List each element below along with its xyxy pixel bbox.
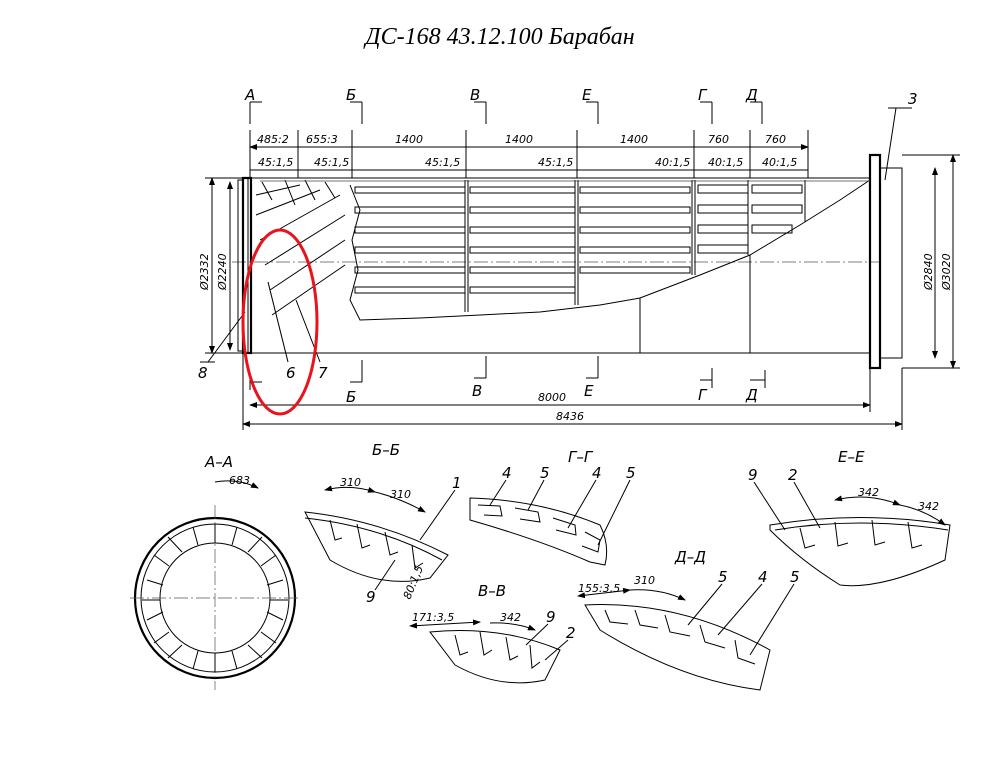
section-mark-a-top: А (244, 86, 255, 104)
section-a-a-label: А–А (204, 453, 233, 471)
section-a-a-dim: 683 (229, 474, 250, 487)
dim-d2332: Ø2332 (198, 253, 211, 291)
section-e-e: Е–Е 342 342 9 2 (748, 448, 951, 587)
section-d-d-dim-310: 310 (634, 574, 655, 587)
section-v-v-dim-171: 171:3,5 (412, 611, 454, 624)
section-e-e-label: Е–Е (838, 448, 865, 466)
dim-40-c: 40:1,5 (762, 156, 797, 169)
section-b-b: Б–Б 310 310 80:1,5 1 9 (304, 441, 462, 606)
section-g-g-callout-4a: 4 (502, 464, 512, 482)
dim-d2840: Ø2840 (922, 253, 935, 291)
section-g-g: Г–Г 4 5 4 5 (469, 448, 636, 566)
dim-40-b: 40:1,5 (708, 156, 743, 169)
section-v-v-label: В–В (478, 582, 506, 600)
dim-45-c: 45:1,5 (425, 156, 460, 169)
section-a-a: А–А 683 (130, 453, 300, 690)
section-d-d-dim-155: 155:3,5 (578, 582, 620, 595)
dim-8000: 8000 (538, 391, 566, 404)
section-d-d-callout-5a: 5 (718, 568, 728, 586)
section-mark-d-bottom: Д (745, 386, 758, 404)
section-g-g-callout-5a: 5 (540, 464, 550, 482)
section-d-d-callout-4: 4 (758, 568, 768, 586)
section-b-b-dim-80: 80:1,5 (401, 564, 426, 602)
section-e-e-callout-2: 2 (788, 466, 798, 484)
section-d-d: Д–Д 155:3,5 310 5 4 5 (577, 548, 800, 691)
dim-d3020: Ø3020 (940, 253, 953, 291)
dim-d2240: Ø2240 (216, 253, 229, 291)
section-mark-g-bottom: Г (698, 386, 708, 404)
dim-8436: 8436 (556, 410, 584, 423)
section-g-g-callout-5b: 5 (626, 464, 636, 482)
dim-1400-a: 1400 (395, 133, 423, 146)
callout-7: 7 (318, 364, 328, 382)
dim-45-a: 45:1,5 (258, 156, 293, 169)
section-v-v: В–В 171:3,5 342 9 2 (409, 582, 576, 684)
section-v-v-callout-9: 9 (546, 608, 556, 626)
dim-1400-b: 1400 (505, 133, 533, 146)
callout-8: 8 (198, 364, 208, 382)
section-e-e-dim-342-a: 342 (858, 486, 879, 499)
section-mark-d-top: Д (745, 86, 758, 104)
section-d-d-label: Д–Д (674, 548, 706, 566)
section-mark-v-bottom: В (472, 382, 482, 400)
section-mark-g-top: Г (698, 86, 708, 104)
dim-485: 485:2 (257, 133, 289, 146)
section-mark-v-top: В (470, 86, 480, 104)
section-g-g-callout-4b: 4 (592, 464, 602, 482)
section-v-v-dim-342: 342 (500, 611, 521, 624)
section-d-d-callout-5b: 5 (790, 568, 800, 586)
section-mark-e-top: Е (582, 86, 592, 104)
drawing-title: ДС-168 43.12.100 Барабан (365, 24, 635, 50)
section-b-b-callout-1: 1 (452, 474, 462, 492)
callout-3: 3 (908, 90, 918, 108)
section-e-e-callout-9: 9 (748, 466, 758, 484)
dim-45-d: 45:1,5 (538, 156, 573, 169)
section-mark-b-bottom: Б (346, 388, 356, 406)
section-mark-b-top: Б (346, 86, 356, 104)
callout-6: 6 (286, 364, 296, 382)
section-g-g-label: Г–Г (568, 448, 594, 466)
section-v-v-callout-2: 2 (566, 624, 576, 642)
section-b-b-label: Б–Б (372, 441, 400, 459)
dim-45-b: 45:1,5 (314, 156, 349, 169)
section-mark-e-bottom: Е (584, 382, 594, 400)
dim-40-a: 40:1,5 (655, 156, 690, 169)
drum-main-view: А Б В Е Г Д Б В Е Г Д 485:2 655:3 1400 1… (198, 86, 960, 430)
dim-760-a: 760 (708, 133, 729, 146)
section-b-b-dim-310-a: 310 (340, 476, 361, 489)
dim-655: 655:3 (306, 133, 338, 146)
dim-1400-c: 1400 (620, 133, 648, 146)
section-b-b-callout-9: 9 (366, 588, 376, 606)
highlight-ellipse (241, 228, 319, 416)
section-b-b-dim-310-b: 310 (390, 488, 411, 501)
section-e-e-dim-342-b: 342 (918, 500, 939, 513)
dim-760-b: 760 (765, 133, 786, 146)
